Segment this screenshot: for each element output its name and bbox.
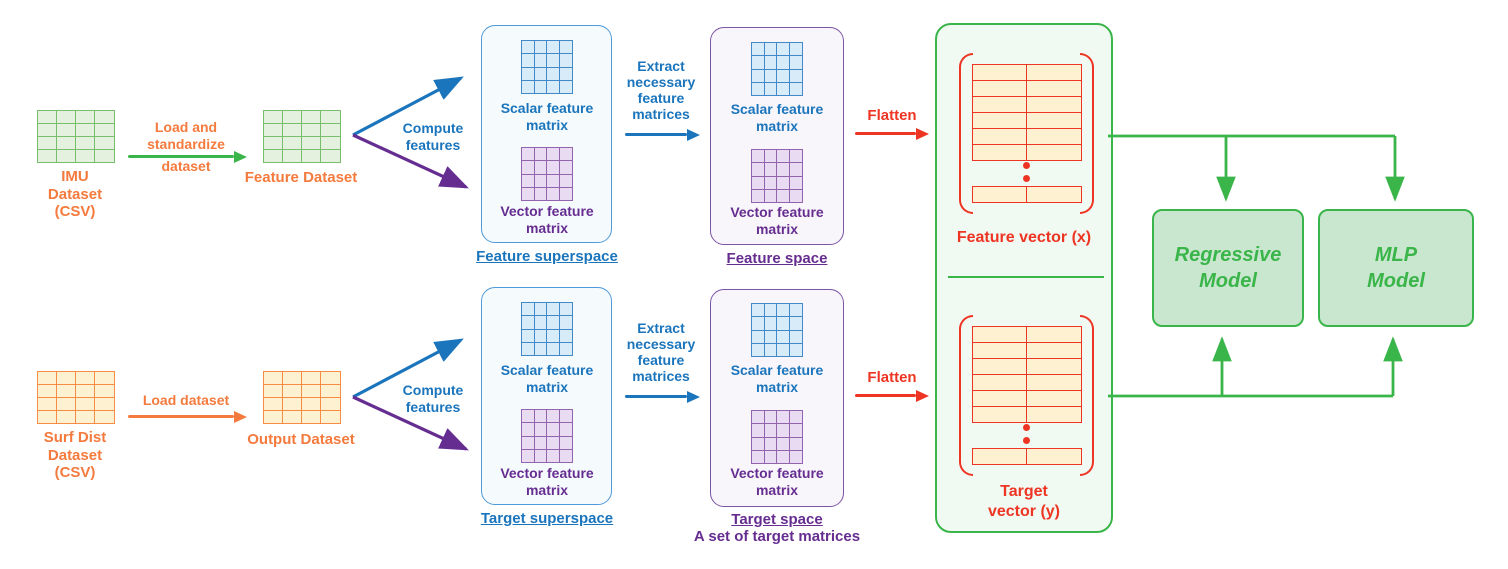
compute-features-arrows — [352, 76, 469, 189]
target-vector-caption: Target vector (y) — [987, 483, 1061, 520]
scalar-matrix-icon — [751, 42, 803, 96]
flatten-arrow — [855, 394, 916, 397]
feature-vector-caption: Feature vector (x) — [956, 229, 1092, 246]
vector-matrix-label: Vector feature matrix — [730, 465, 824, 498]
load-standardize-label-bottom: dataset — [161, 158, 211, 174]
feature-space-caption: Feature space — [726, 250, 828, 267]
target-vector-table-icon — [972, 326, 1082, 423]
scalar-matrix-icon — [521, 302, 573, 356]
vector-matrix-label: Vector feature matrix — [730, 204, 824, 237]
extract-matrices-label: Extract necessary feature matrices — [626, 320, 696, 384]
target-space-subcaption: A set of target matrices — [693, 528, 861, 545]
flatten-label: Flatten — [867, 107, 917, 124]
vector-matrix-label: Vector feature matrix — [500, 203, 594, 236]
ellipsis-dot-icon — [1023, 437, 1030, 444]
regressive-model-box: Regressive Model — [1152, 209, 1304, 327]
scalar-matrix-icon — [521, 40, 573, 94]
load-standardize-arrow — [128, 155, 234, 158]
scalar-matrix-label: Scalar feature matrix — [730, 362, 824, 395]
ellipsis-dot-icon — [1023, 424, 1030, 431]
target-space-caption: Target space — [731, 511, 823, 528]
surf-dist-dataset-table-icon — [37, 371, 115, 424]
ellipsis-dot-icon — [1023, 175, 1030, 182]
target-superspace-caption: Target superspace — [480, 510, 614, 527]
load-standardize-label-top: Load and standardize — [147, 119, 225, 152]
model-input-connectors — [1108, 134, 1405, 398]
vector-matrix-icon — [751, 410, 803, 464]
feature-superspace-caption: Feature superspace — [476, 248, 618, 265]
feature-vector-last-row-icon — [972, 186, 1082, 203]
load-dataset-label: Load dataset — [142, 392, 230, 408]
vector-matrix-icon — [521, 147, 573, 201]
vector-matrix-icon — [521, 409, 573, 463]
target-vector-last-row-icon — [972, 448, 1082, 465]
scalar-matrix-label: Scalar feature matrix — [500, 100, 594, 133]
surf-dist-dataset-label: Surf Dist Dataset (CSV) — [43, 429, 107, 482]
scalar-matrix-icon — [751, 303, 803, 357]
output-dataset-label: Output Dataset — [247, 431, 355, 448]
left-bracket-icon — [959, 315, 973, 476]
feature-dataset-table-icon — [263, 110, 341, 163]
panel-divider — [948, 276, 1104, 278]
feature-dataset-label: Feature Dataset — [244, 169, 358, 186]
right-bracket-icon — [1080, 53, 1094, 214]
vector-matrix-label: Vector feature matrix — [500, 465, 594, 498]
compute-features-arrows — [352, 338, 469, 451]
flatten-label: Flatten — [867, 369, 917, 386]
mlp-model-box: MLP Model — [1318, 209, 1474, 327]
flatten-arrow — [855, 132, 916, 135]
imu-dataset-table-icon — [37, 110, 115, 163]
extract-matrices-label: Extract necessary feature matrices — [626, 58, 696, 122]
feature-vector-table-icon — [972, 64, 1082, 161]
left-bracket-icon — [959, 53, 973, 214]
vector-matrix-icon — [751, 149, 803, 203]
compute-features-label: Compute features — [402, 120, 464, 153]
load-dataset-arrow — [128, 415, 234, 418]
ellipsis-dot-icon — [1023, 162, 1030, 169]
right-bracket-icon — [1080, 315, 1094, 476]
extract-matrices-arrow — [625, 395, 687, 398]
imu-dataset-label: IMU Dataset (CSV) — [47, 168, 103, 221]
scalar-matrix-label: Scalar feature matrix — [730, 101, 824, 134]
extract-matrices-arrow — [625, 133, 687, 136]
scalar-matrix-label: Scalar feature matrix — [500, 362, 594, 395]
compute-features-label: Compute features — [402, 382, 464, 415]
output-dataset-table-icon — [263, 371, 341, 424]
